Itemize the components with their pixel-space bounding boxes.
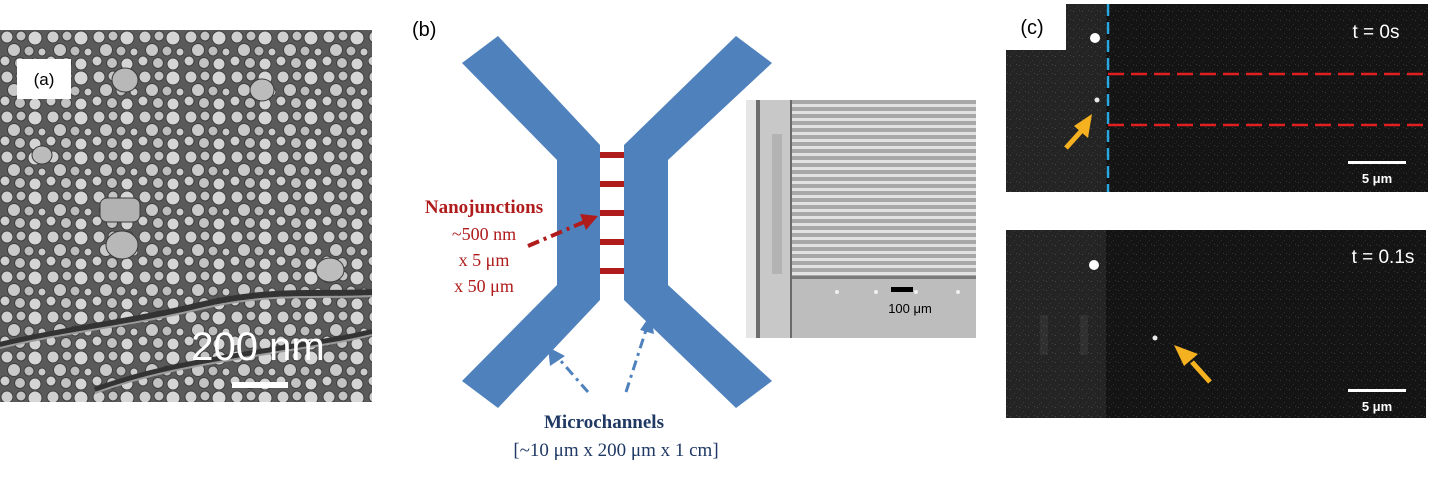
panel-label: (c): [1020, 17, 1043, 39]
nanojunction: [600, 210, 624, 216]
nanojunction-stripe: [792, 160, 976, 163]
nanojunction-stripe: [792, 216, 976, 219]
nanojunction-stripe: [792, 202, 976, 205]
frame-t0: (c) t = 0s 5 μm: [1000, 0, 1428, 192]
scalebar-label: 5 μm: [1362, 171, 1392, 186]
nanojunction-stripe: [792, 272, 976, 275]
scalebar-label: 200 nm: [191, 325, 324, 369]
scalebar-label: 5 μm: [1362, 399, 1392, 414]
nanojunction: [600, 181, 624, 187]
nanojunctions-title: Nanojunctions: [425, 197, 543, 218]
frame-t0-1: t = 0.1s 5 μm: [1006, 230, 1426, 418]
time-label: t = 0s: [1353, 22, 1400, 43]
grain-boundary: [93, 329, 373, 393]
particle-arrow: [1190, 360, 1212, 384]
nanojunction-pointer: [527, 220, 585, 248]
large-grain: [111, 67, 139, 93]
grain-boundary: [94, 334, 373, 394]
panel-c-fluorescence-frames: (c) t = 0s 5 μm t = 0.1s 5 μm: [1000, 0, 1442, 476]
nanojunction-stripe: [792, 195, 976, 198]
scalebar: [1348, 161, 1406, 164]
nanojunctions-dim-1: ~500 nm: [452, 224, 516, 244]
nanojunction-stripe: [792, 265, 976, 268]
panel-label-box: [1000, 0, 1066, 50]
particle-arrowhead: [1174, 345, 1198, 366]
nanojunction-stripe: [792, 237, 976, 240]
nanojunction-stripe: [792, 230, 976, 233]
nanojunction-stripe: [792, 111, 976, 114]
bright-particle: [1090, 33, 1100, 43]
microchannel-arrowhead-left: [548, 347, 565, 366]
fluorescence-frames: (c) t = 0s 5 μm t = 0.1s 5 μm: [1000, 0, 1428, 418]
nanojunction-stripe: [792, 153, 976, 156]
device-schematic: (b) Nanojunctions ~500 nm x 5 μm x 50 μm…: [412, 19, 976, 461]
nanojunction-stripe: [792, 258, 976, 261]
nanojunction-stripe: [792, 223, 976, 226]
nanojunction-stripe: [792, 174, 976, 177]
nanojunction-stripe: [792, 132, 976, 135]
microchannels-title: Microchannels: [544, 412, 664, 433]
nanojunction-stripe: [792, 209, 976, 212]
nanojunction-stripe: [792, 181, 976, 184]
particle-dot: [874, 290, 878, 294]
nanojunction-stripe: [792, 139, 976, 142]
right-microchannel: [624, 36, 772, 408]
panel-a-sem-micrograph: (a) 200 nm: [0, 30, 373, 402]
micrograph-scalebar: [891, 287, 913, 292]
scalebar: [232, 382, 288, 388]
nanojunction-stripe: [792, 188, 976, 191]
device-micrograph: 100 μm: [746, 100, 976, 338]
large-grain: [105, 230, 139, 260]
particle-dot: [914, 290, 918, 294]
nanojunctions-dim-3: x 50 μm: [454, 276, 514, 296]
sem-image: (a) 200 nm: [0, 30, 373, 402]
tracked-particle: [1152, 335, 1158, 341]
scalebar: [1348, 389, 1406, 392]
nanojunction-stripe: [792, 125, 976, 128]
time-label: t = 0.1s: [1352, 247, 1415, 268]
particle-dot: [835, 290, 839, 294]
nanojunction: [600, 152, 624, 158]
tracked-particle: [1094, 97, 1100, 103]
microchannel-pointer-right: [624, 329, 648, 393]
microchannels-dims: [~10 μm x 200 μm x 1 cm]: [513, 440, 718, 461]
nanojunction-stripe: [792, 146, 976, 149]
panel-label-box: [17, 59, 71, 99]
panel-b-device-schematic: (b) Nanojunctions ~500 nm x 5 μm x 50 μm…: [400, 0, 990, 476]
nanojunction: [600, 239, 624, 245]
particle-dot: [956, 290, 960, 294]
large-grain: [249, 78, 275, 102]
nanojunction: [600, 268, 624, 274]
nanojunction-stripe: [792, 167, 976, 170]
nanojunction-stripe: [792, 104, 976, 107]
nanojunction-arrowhead: [580, 214, 598, 230]
large-grain: [99, 197, 141, 223]
bright-particle: [1089, 260, 1099, 270]
nanojunction-stripe: [792, 244, 976, 247]
nanojunction-stripe: [792, 251, 976, 254]
microchannel-arrowhead-right: [640, 314, 654, 334]
nanojunctions-dim-2: x 5 μm: [459, 250, 510, 270]
left-microchannel: [462, 36, 600, 408]
large-grain: [315, 257, 345, 283]
particle-arrowhead: [1074, 114, 1092, 138]
micrograph-scalebar-label: 100 μm: [888, 301, 932, 316]
panel-label: (a): [34, 70, 55, 89]
microchannel-pointer-left: [558, 359, 590, 393]
nanojunction-stripe: [792, 118, 976, 121]
panel-label: (b): [412, 19, 436, 41]
nanojunction-stripes: [792, 104, 976, 275]
grain-boundary: [0, 289, 373, 348]
large-grain: [31, 145, 53, 165]
grain-boundary: [0, 295, 373, 349]
